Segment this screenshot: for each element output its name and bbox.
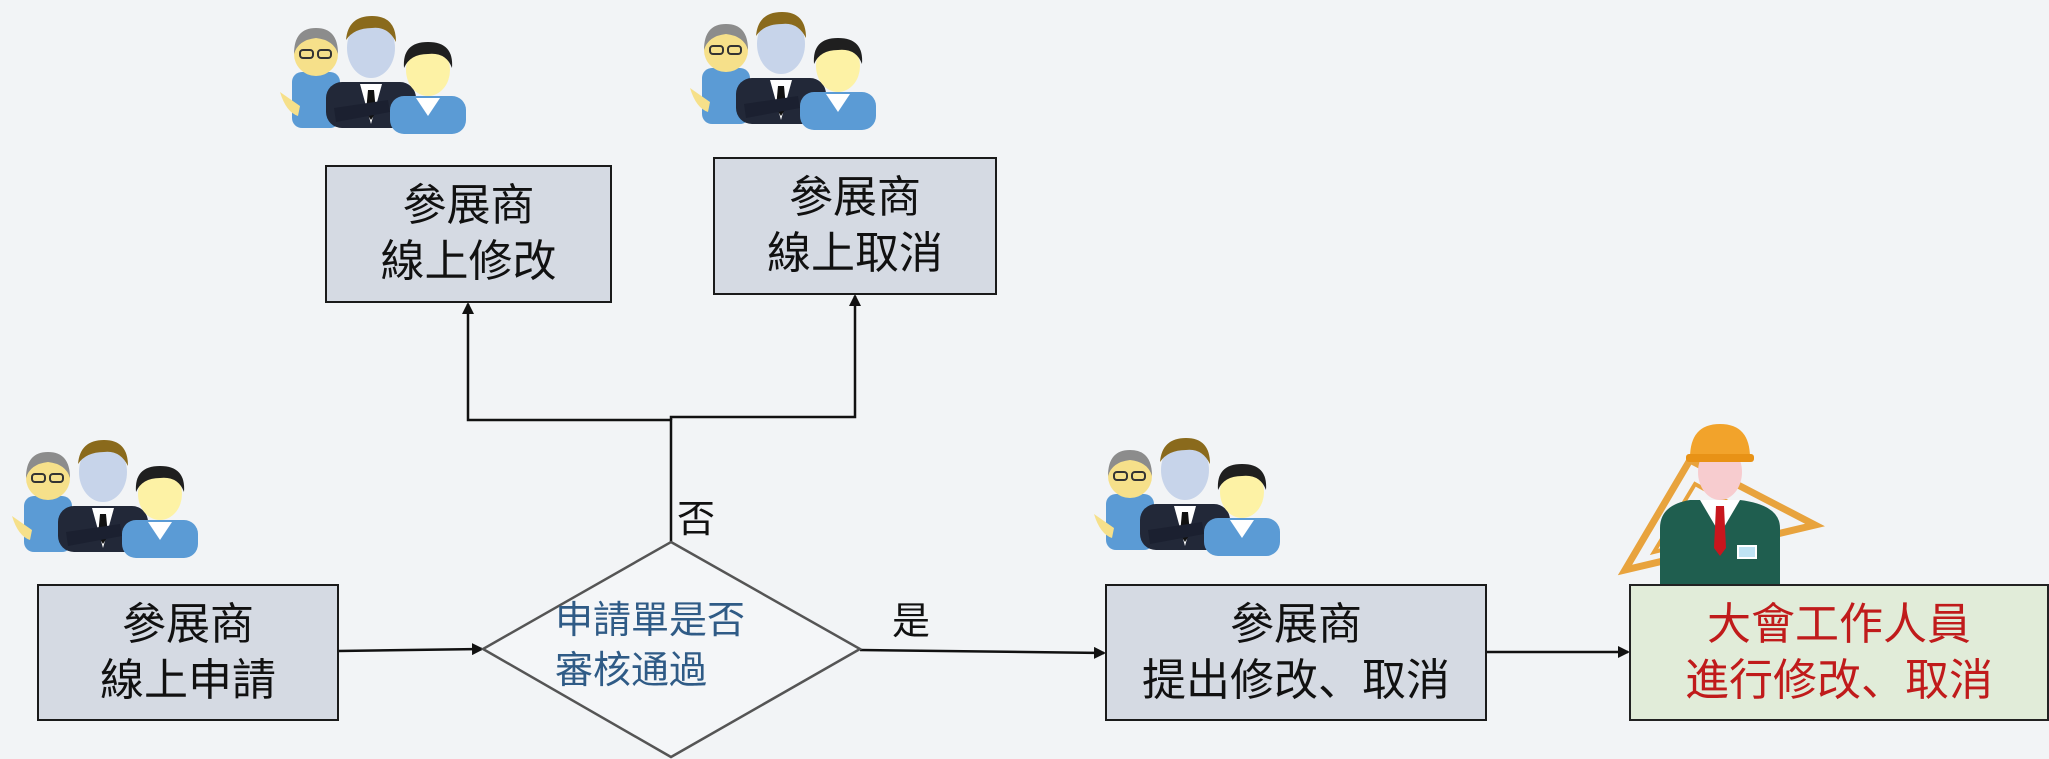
exhibitors-icon: [1093, 437, 1281, 557]
node-apply: 參展商 線上申請: [37, 584, 339, 721]
exhibitors-icon: [279, 15, 467, 135]
edge-yes-to-request: [859, 646, 1106, 659]
node-cancel: 參展商 線上取消: [713, 157, 997, 295]
decision-label-line2: 審核通過: [555, 648, 708, 692]
exhibitors-icon: [689, 11, 877, 131]
node-modify-line1: 參展商: [402, 180, 535, 231]
decision-label-line1: 申請單是否: [555, 598, 746, 642]
node-cancel-line2: 線上取消: [767, 228, 943, 279]
construction-worker-icon: [1617, 424, 1825, 585]
node-modify: 參展商 線上修改: [325, 165, 612, 303]
node-staff: 大會工作人員 進行修改、取消: [1629, 584, 2049, 721]
node-cancel-line1: 參展商: [789, 172, 921, 223]
decision-label: 申請單是否 審核通過: [555, 595, 805, 695]
edge-no-to-cancel: [669, 294, 861, 420]
edge-label-no: 否: [677, 497, 716, 541]
node-request-line1: 參展商: [1230, 598, 1362, 650]
edge-apply-to-decision: [337, 643, 484, 656]
node-request-line2: 提出修改、取消: [1142, 654, 1450, 706]
node-staff-line2: 進行修改、取消: [1685, 654, 1993, 706]
node-request: 參展商 提出修改、取消: [1105, 584, 1487, 721]
node-modify-line2: 線上修改: [380, 236, 557, 287]
decision-diamond: [480, 540, 863, 759]
node-apply-line2: 線上申請: [100, 654, 276, 706]
edge-label-yes: 是: [892, 599, 931, 643]
node-staff-line1: 大會工作人員: [1707, 598, 1971, 650]
edge-no-to-modify: [462, 302, 673, 542]
node-apply-line1: 參展商: [122, 598, 254, 650]
exhibitors-icon: [11, 439, 199, 559]
